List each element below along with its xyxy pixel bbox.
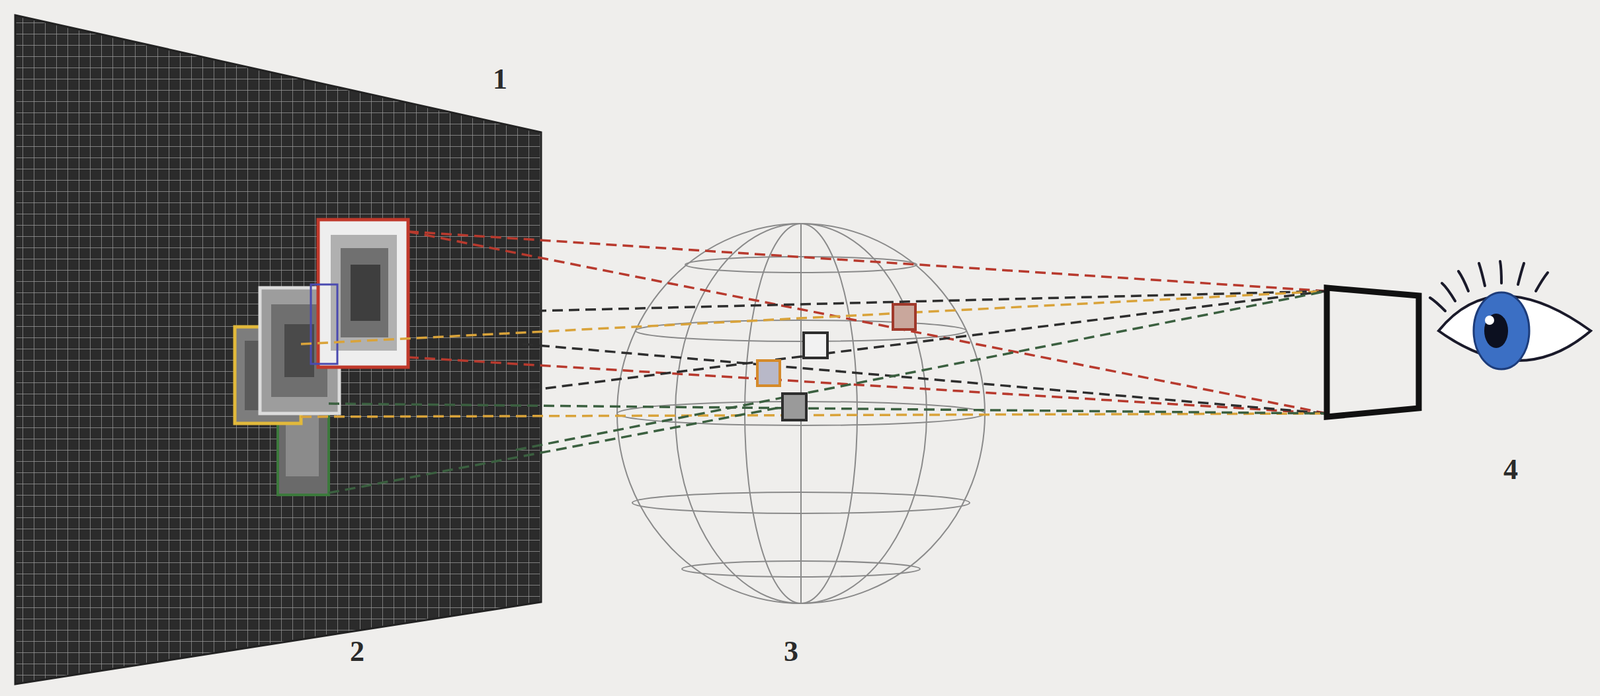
wireframe-sphere <box>617 223 985 604</box>
sample-squares <box>757 304 916 421</box>
eye <box>1430 261 1591 370</box>
view-frame <box>1326 287 1419 417</box>
callout-number: 3 <box>783 636 799 667</box>
screen-grid <box>15 15 542 684</box>
callout-number: 4 <box>1503 455 1518 485</box>
screen-patches <box>234 219 409 495</box>
callout-number: 1 <box>492 64 508 94</box>
projection-rays <box>300 231 1327 493</box>
callout-number: 2 <box>349 636 365 667</box>
